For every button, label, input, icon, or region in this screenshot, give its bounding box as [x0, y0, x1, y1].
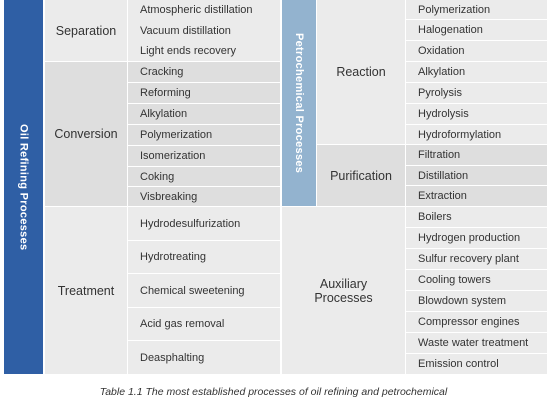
list-item: Hydrotreating [140, 251, 207, 263]
list-item: Visbreaking [140, 190, 198, 203]
group-auxiliary: Auxiliary Processes [282, 207, 405, 374]
group-conversion: Conversion [45, 62, 127, 206]
row-divider [128, 82, 280, 83]
row-divider [128, 273, 280, 274]
list-item: Compressor engines [418, 316, 520, 328]
list-item: Atmospheric distillation [140, 4, 253, 16]
petrochemical-title: Petrochemical Processes [293, 32, 305, 174]
group-separation: Separation [45, 0, 127, 61]
process-table: Oil Refining Processes Separation Atmosp… [4, 0, 547, 374]
list-item: Reforming [140, 87, 191, 99]
row-divider [406, 332, 547, 333]
list-item: Deasphalting [140, 351, 205, 364]
list-item: Cooling towers [418, 274, 491, 286]
row-divider [128, 307, 280, 308]
group-separation-label: Separation [55, 23, 117, 38]
oil-refining-header: Oil Refining Processes [4, 0, 43, 374]
group-purification-label: Purification [330, 168, 392, 183]
row-divider [406, 61, 547, 62]
row-divider [128, 240, 280, 241]
group-conversion-label: Conversion [54, 127, 118, 141]
row-divider [406, 19, 547, 20]
reaction-items: Polymerization Halogenation Oxidation Al… [406, 0, 547, 144]
list-item: Cracking [140, 66, 184, 78]
list-item: Emission control [418, 358, 499, 370]
list-item: Vacuum distillation [140, 24, 231, 37]
list-item: Alkylation [140, 108, 188, 120]
group-auxiliary-label-line2: Processes [314, 290, 373, 305]
row-divider [406, 248, 547, 249]
list-item: Isomerization [140, 150, 206, 162]
list-item: Sulfur recovery plant [418, 253, 519, 265]
row-divider [406, 82, 547, 83]
row-divider [406, 290, 547, 291]
row-divider [406, 185, 547, 186]
list-item: Hydrolysis [418, 108, 469, 120]
table-caption: Table 1.1 The most established processes… [99, 386, 448, 398]
list-item: Hydroformylation [418, 128, 502, 141]
row-divider [406, 353, 547, 354]
list-item: Acid gas removal [140, 318, 225, 330]
row-divider [128, 340, 280, 341]
group-reaction-label: Reaction [336, 65, 386, 79]
list-item: Hydrodesulfurization [140, 217, 241, 230]
row-divider [406, 124, 547, 125]
petrochemical-header: Petrochemical Processes [282, 0, 316, 206]
list-item: Hydrogen production [418, 232, 521, 244]
row-divider [406, 40, 547, 41]
row-divider [128, 124, 280, 125]
group-reaction: Reaction [317, 0, 405, 144]
list-item: Polymerization [418, 3, 491, 16]
list-item: Alkylation [418, 66, 466, 78]
row-divider [128, 186, 280, 187]
group-purification: Purification [317, 145, 405, 206]
row-divider [128, 166, 280, 167]
group-treatment: Treatment [45, 207, 127, 374]
group-treatment-label: Treatment [57, 283, 115, 298]
list-item: Halogenation [418, 24, 483, 36]
row-divider [406, 269, 547, 270]
list-item: Oxidation [418, 45, 465, 57]
list-item: Light ends recovery [140, 45, 236, 57]
row-divider [406, 165, 547, 166]
list-item: Filtration [418, 149, 461, 161]
purification-items: Filtration Distillation Extraction [406, 145, 547, 206]
row-divider [128, 145, 280, 146]
row-divider [406, 103, 547, 104]
list-item: Pyrolysis [418, 87, 463, 99]
separation-items: Atmospheric distillation Vacuum distilla… [128, 0, 280, 61]
list-item: Extraction [418, 190, 467, 202]
list-item: Distillation [418, 169, 469, 182]
list-item: Coking [140, 170, 175, 183]
row-divider [406, 311, 547, 312]
list-item: Chemical sweetening [140, 284, 245, 297]
treatment-items: Hydrodesulfurization Hydrotreating Chemi… [128, 207, 280, 374]
list-item: Waste water treatment [418, 337, 529, 349]
conversion-items: Cracking Reforming Alkylation Polymeriza… [128, 62, 280, 206]
oil-refining-title: Oil Refining Processes [17, 123, 30, 251]
list-item: Polymerization [140, 129, 213, 141]
row-divider [128, 103, 280, 104]
row-divider [406, 227, 547, 228]
auxiliary-items: Boilers Hydrogen production Sulfur recov… [406, 207, 547, 374]
list-item: Boilers [418, 211, 452, 223]
group-auxiliary-label-line1: Auxiliary [319, 276, 368, 291]
list-item: Blowdown system [418, 295, 507, 307]
